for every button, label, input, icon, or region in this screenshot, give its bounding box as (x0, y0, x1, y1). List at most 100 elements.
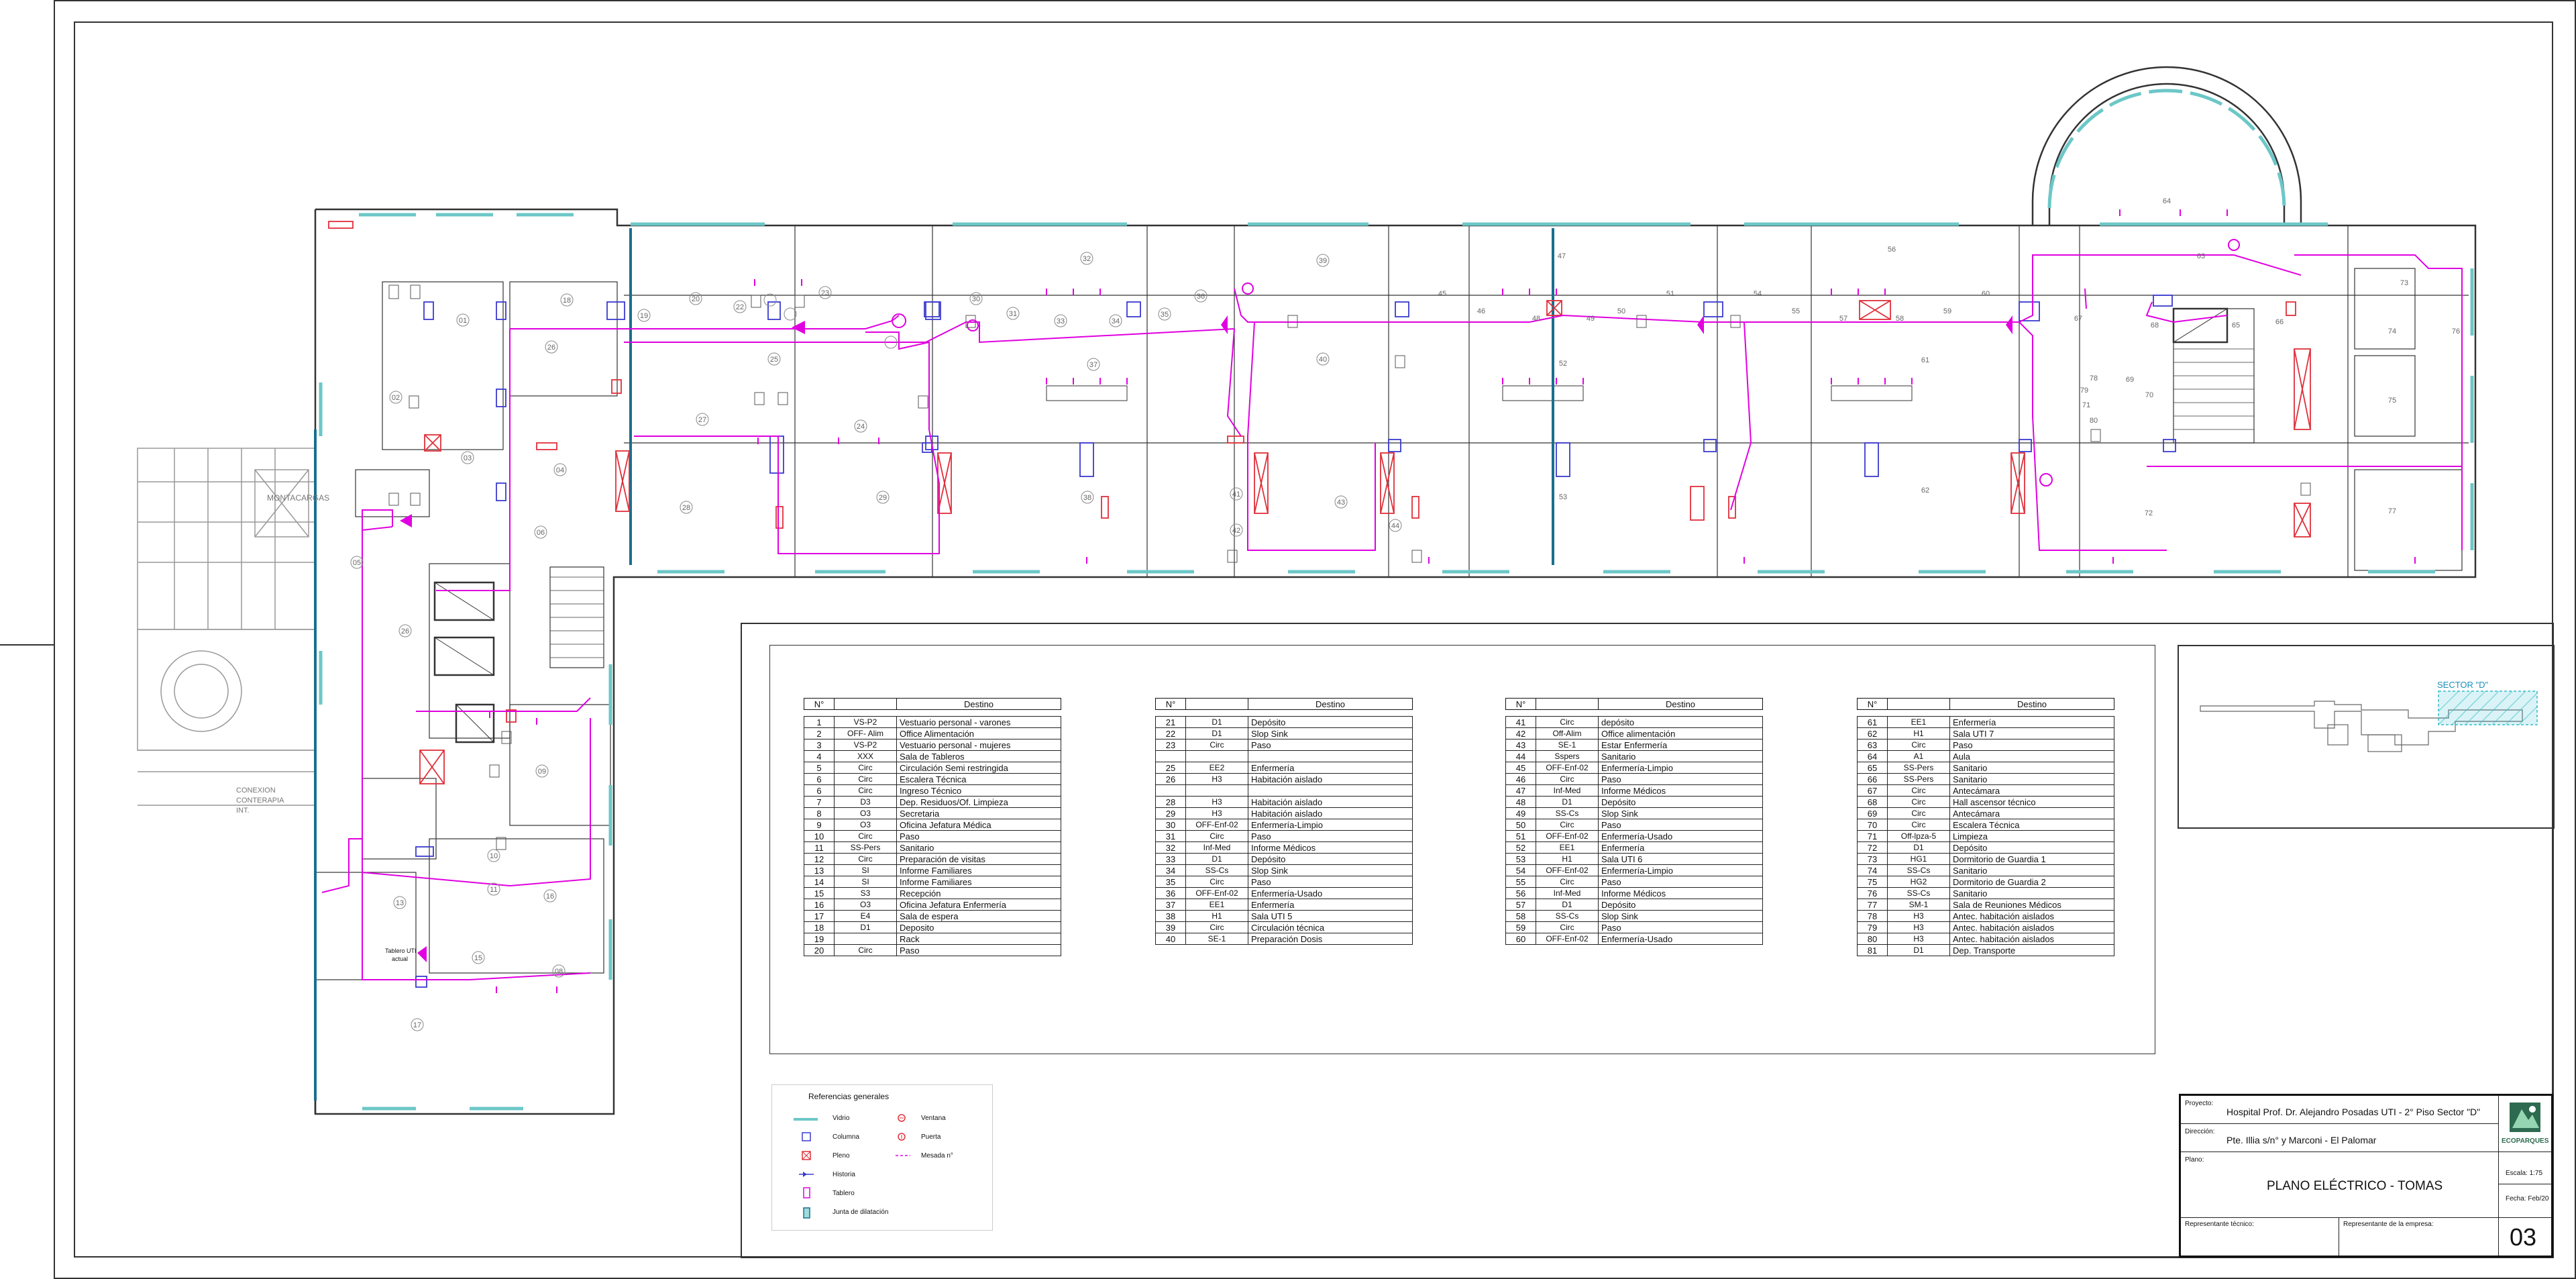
electrical-circuits (321, 239, 2463, 980)
escala-cell: Escala: 1:75 (2499, 1152, 2551, 1184)
proyecto-row: Proyecto: Hospital Prof. Dr. Alejandro P… (2181, 1096, 2499, 1124)
legend-title: Referencias generales (808, 1092, 890, 1101)
svg-text:59: 59 (1943, 307, 1951, 315)
svg-text:45: 45 (1438, 290, 1446, 298)
header-num: N° (1505, 698, 1536, 710)
joint-symbol-icon (803, 1207, 810, 1219)
svg-text:69: 69 (2126, 376, 2134, 384)
sheet-frame-outer (54, 0, 2576, 1279)
svg-text:36: 36 (1197, 293, 1205, 301)
schedule-panel (769, 645, 2155, 1054)
svg-text:01: 01 (459, 317, 467, 325)
svg-text:42: 42 (1232, 527, 1240, 535)
svg-text:66: 66 (2275, 318, 2284, 326)
legend-item: Junta de dilatación (833, 1209, 889, 1216)
column-symbol-icon (802, 1132, 811, 1141)
svg-text:61: 61 (1921, 356, 1929, 364)
header-destino: Destino (896, 698, 1061, 710)
legend-item: Puerta (921, 1133, 941, 1141)
conexion-label-line1: CONEXION (236, 786, 276, 795)
svg-text:63: 63 (2197, 252, 2205, 260)
svg-text:22: 22 (736, 303, 744, 311)
svg-text:71: 71 (2082, 401, 2090, 409)
svg-text:55: 55 (1792, 307, 1800, 315)
legend-item: Ventana (921, 1115, 946, 1122)
direccion-value: Pte. Illia s/n° y Marconi - El Palomar (2226, 1135, 2377, 1145)
svg-text:75: 75 (2388, 397, 2396, 405)
sector-label: SECTOR "D" (2437, 680, 2489, 690)
expansion-joints (314, 228, 1554, 1101)
svg-text:57: 57 (1839, 315, 1847, 323)
svg-text:49: 49 (1587, 315, 1595, 323)
header-destino: Destino (1598, 698, 1763, 710)
svg-text:34: 34 (1112, 317, 1120, 325)
svg-text:79: 79 (2080, 387, 2088, 395)
svg-text:51: 51 (1666, 290, 1674, 298)
svg-text:08: 08 (555, 968, 563, 976)
svg-text:67: 67 (2074, 315, 2082, 323)
svg-text:46: 46 (1477, 307, 1485, 315)
proyecto-label: Proyecto: (2185, 1100, 2214, 1107)
svg-text:26: 26 (401, 627, 409, 635)
svg-text:27: 27 (698, 416, 706, 424)
tablero-markers (400, 315, 2012, 962)
svg-text:33: 33 (1057, 317, 1065, 325)
svg-text:80: 80 (2090, 417, 2098, 425)
svg-text:05: 05 (353, 559, 361, 567)
svg-text:02: 02 (392, 394, 400, 402)
svg-text:32: 32 (1083, 255, 1091, 263)
svg-text:74: 74 (2388, 327, 2396, 336)
tablero-symbol-icon (803, 1187, 810, 1198)
plano-value: PLANO ELÉCTRICO - TOMAS (2267, 1179, 2443, 1193)
svg-text:23: 23 (821, 289, 829, 297)
svg-text:38: 38 (1083, 494, 1091, 502)
svg-text:64: 64 (2163, 197, 2171, 205)
svg-text:06: 06 (537, 529, 545, 537)
svg-text:28: 28 (682, 504, 690, 512)
socket-marks (489, 209, 2416, 993)
conexion-label-line3: INT. (236, 807, 250, 815)
svg-text:78: 78 (2090, 374, 2098, 382)
svg-text:60: 60 (1982, 290, 1990, 298)
